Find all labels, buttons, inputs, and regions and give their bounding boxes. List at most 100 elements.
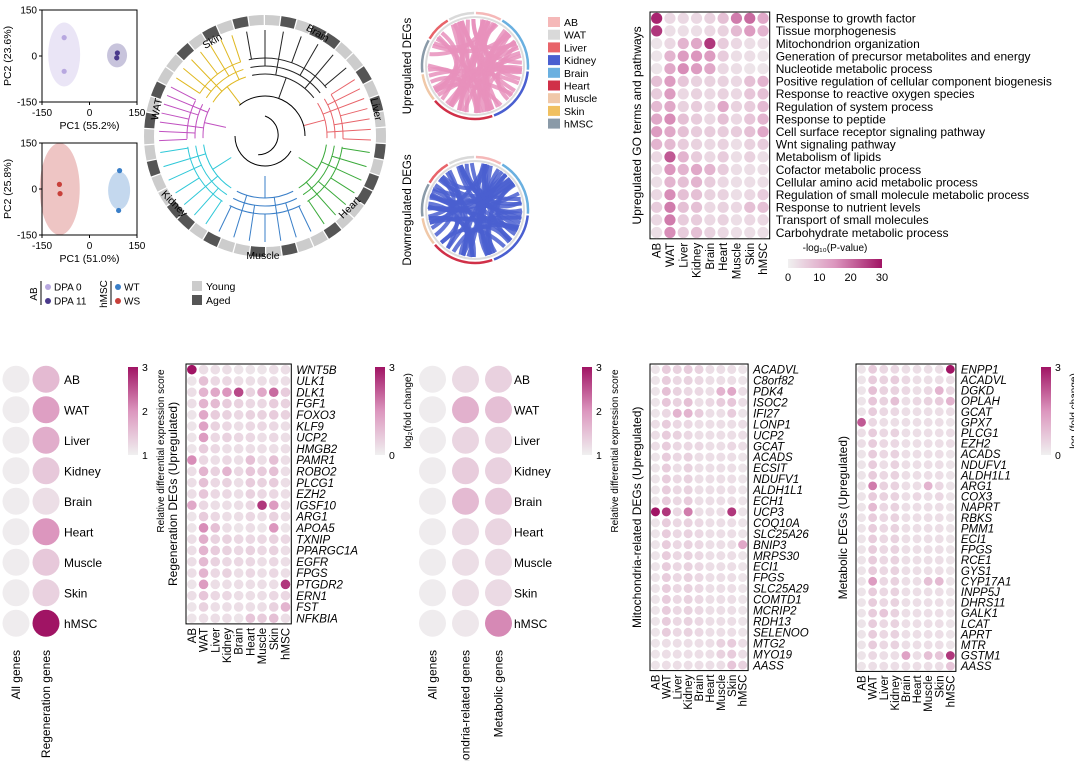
heatmap-cell: [868, 417, 878, 427]
heatmap-cell: [419, 579, 446, 607]
chord-arc-segment: [421, 218, 435, 245]
heatmap-cell: [694, 573, 704, 583]
heatmap-cell: [245, 590, 256, 601]
heatmap-cell: [672, 408, 682, 418]
dendrogram-leaf: [275, 31, 284, 76]
heatmap-cell: [661, 441, 671, 451]
legend-swatch: [192, 281, 202, 291]
heatmap-cell: [727, 540, 737, 550]
heatmap-cell: [268, 410, 279, 420]
heatmap-cell: [187, 387, 197, 398]
heatmap-cell: [716, 594, 726, 604]
heatmap-cell: [694, 649, 704, 659]
row-label: ECI1: [753, 562, 779, 574]
heatmap-cell: [257, 398, 267, 409]
heatmap-cell: [198, 602, 209, 612]
heatmap-cell: [245, 602, 256, 612]
age-ring-segment: [150, 81, 166, 99]
heatmap-cell: [233, 466, 244, 477]
heatmap-cell: [222, 455, 232, 465]
heatmap-cell: [419, 548, 446, 576]
heatmap-cell: [222, 477, 232, 488]
dendrogram-root-arc: [238, 95, 306, 137]
heatmap-cell: [744, 12, 756, 24]
row-label: SLC25A29: [753, 584, 809, 596]
heatmap-cell: [705, 638, 715, 648]
colorbar-tick: 30: [876, 272, 888, 284]
heatmap-cell: [690, 151, 703, 163]
heatmap-cell: [727, 562, 737, 572]
heatmap-cell: [934, 513, 944, 523]
heatmap-cell: [901, 364, 911, 374]
column-label: AB: [650, 674, 662, 690]
heatmap-cell: [879, 619, 889, 629]
colorbar-title: Relative differential expression score: [156, 369, 167, 533]
row-label: UCP2: [296, 433, 327, 445]
dendrogram-root-arc: [258, 115, 279, 156]
heatmap-cell: [452, 426, 479, 454]
heatmap-cell: [730, 151, 743, 163]
heatmap-cell: [651, 176, 663, 188]
heatmap-cell: [210, 387, 221, 398]
row-label: IGSF10: [296, 500, 336, 512]
heatmap-cell: [690, 201, 703, 213]
heatmap-frame: [855, 363, 957, 672]
age-ring-segment: [218, 238, 236, 253]
column-label: Regeneration genes: [39, 650, 53, 758]
heatmap-cell: [257, 477, 267, 488]
row-label: WAT: [514, 403, 540, 417]
heatmap-cell: [245, 556, 256, 567]
heatmap-cell: [233, 523, 244, 533]
heatmap-cell: [694, 375, 704, 385]
heatmap-cell: [890, 502, 900, 512]
heatmap-cell: [233, 398, 244, 409]
dendrogram-leaf: [200, 51, 218, 75]
legend-swatch: [548, 55, 560, 66]
row-label: Transport of small molecules: [776, 213, 929, 227]
heatmap-cell: [651, 50, 663, 62]
legend-swatch: [548, 105, 560, 116]
colorbar-tick: 0: [389, 450, 395, 462]
heatmap-cell: [661, 627, 671, 637]
dendrogram-arc: [195, 145, 228, 196]
heatmap-cell: [650, 605, 660, 615]
heatmap-cell: [210, 500, 221, 511]
row-label: Muscle: [514, 556, 552, 570]
heatmap-cell: [187, 590, 197, 601]
heatmap-cell: [717, 88, 729, 100]
heatmap-cell: [257, 466, 267, 477]
heatmap-cell: [923, 523, 933, 533]
row-label: EZH2: [961, 439, 991, 451]
heatmap-cell: [857, 661, 866, 671]
column-label: Kidney: [890, 675, 902, 710]
heatmap-cell: [704, 201, 716, 213]
heatmap-cell: [661, 408, 671, 418]
heatmap-cell: [683, 551, 693, 561]
heatmap-cell: [934, 417, 944, 427]
heatmap-cell: [879, 460, 889, 470]
heatmap-cell: [280, 534, 291, 544]
heatmap-cell: [890, 523, 900, 533]
heatmap-cell: [280, 523, 291, 533]
row-label: DHRS11: [961, 598, 1006, 610]
heatmap-cell: [257, 455, 267, 465]
heatmap-cell: [890, 545, 900, 554]
heatmap-cell: [672, 649, 682, 659]
heatmap-cell: [901, 587, 911, 597]
heatmap-cell: [879, 534, 889, 544]
heatmap-cell: [717, 201, 729, 213]
heatmap-cell: [672, 540, 682, 550]
dendrogram-arc: [194, 103, 204, 139]
heatmap-cell: [945, 523, 955, 533]
heatmap-cell: [268, 590, 279, 601]
heatmap-cell: [222, 511, 232, 522]
heatmap-cell: [198, 410, 209, 420]
heatmap-cell: [187, 432, 197, 443]
legend-swatch: [548, 118, 560, 129]
heatmap-cell: [945, 364, 955, 374]
row-label: Positive regulation of cellular componen…: [776, 75, 1052, 89]
heatmap-cell: [268, 489, 279, 499]
